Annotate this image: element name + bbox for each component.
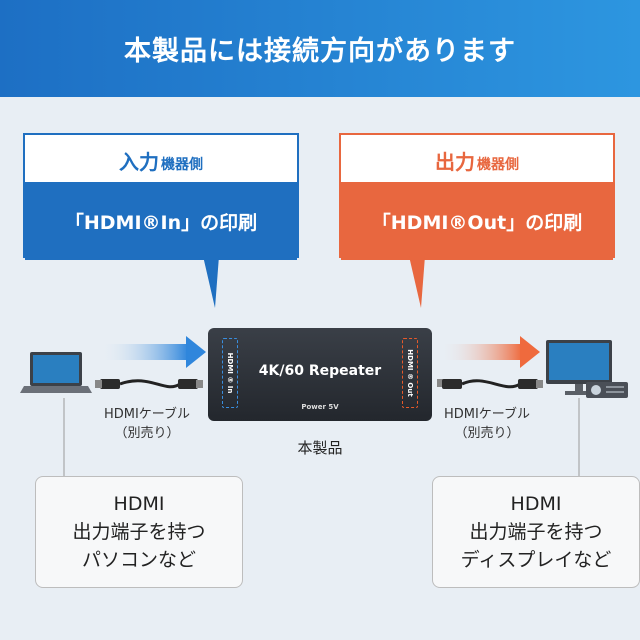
input-callout-pointer (203, 256, 219, 308)
right-cable-line2: （別売り） (454, 426, 520, 441)
display-line1: HDMI (510, 493, 562, 515)
left-cable-line2: （別売り） (114, 426, 180, 441)
display-line3: ディスプレイなど (460, 549, 612, 571)
hdmi-in-port: HDMI ® In (222, 338, 238, 408)
right-cable-label: HDMIケーブル （別売り） (432, 405, 542, 443)
output-callout-title: 出力 機器側 (341, 135, 613, 182)
display-device-box: HDMI 出力端子を持つ ディスプレイなど (432, 476, 640, 588)
output-callout-pointer (409, 256, 425, 308)
header-banner: 本製品には接続方向があります (0, 0, 640, 97)
source-device-box: HDMI 出力端子を持つ パソコンなど (35, 476, 243, 588)
right-cable-line1: HDMIケーブル (443, 407, 531, 422)
header-title: 本製品には接続方向があります (124, 36, 516, 67)
monitor-icon (546, 340, 612, 395)
hdmi-cable-icon (95, 379, 203, 389)
left-cable-label: HDMIケーブル （別売り） (92, 405, 202, 443)
output-callout-body: 「HDMI®Out」の印刷 (341, 182, 613, 260)
output-side-callout: 出力 機器側 「HDMI®Out」の印刷 (339, 133, 615, 308)
arrow-right-icon (100, 336, 206, 368)
projector-icon (586, 382, 628, 398)
source-line1: HDMI (113, 493, 165, 515)
source-line2: 出力端子を持つ (72, 521, 206, 543)
left-cable-line1: HDMIケーブル (103, 407, 191, 422)
device-model-label: 4K/60 Repeater (258, 363, 382, 379)
output-title-sub: 機器側 (477, 157, 519, 173)
input-title-main: 入力 (119, 150, 159, 174)
input-callout-body: 「HDMI®In」の印刷 (25, 182, 297, 260)
input-callout-title: 入力 機器側 (25, 135, 297, 182)
product-label: 本製品 (297, 439, 343, 457)
hdmi-out-port: HDMI ® Out (402, 338, 418, 408)
hdmi-cable-icon (437, 379, 543, 389)
arrow-right-icon (440, 336, 540, 368)
source-line3: パソコンなど (81, 549, 196, 571)
laptop-icon (20, 352, 92, 393)
output-title-main: 出力 (435, 150, 475, 174)
display-line2: 出力端子を持つ (469, 521, 603, 543)
hdmi-repeater-device: HDMI ® In HDMI ® Out 4K/60 Repeater Powe… (208, 328, 432, 421)
input-side-callout: 入力 機器側 「HDMI®In」の印刷 (23, 133, 299, 308)
device-power-label: Power 5V (301, 403, 339, 411)
input-title-sub: 機器側 (161, 157, 203, 173)
